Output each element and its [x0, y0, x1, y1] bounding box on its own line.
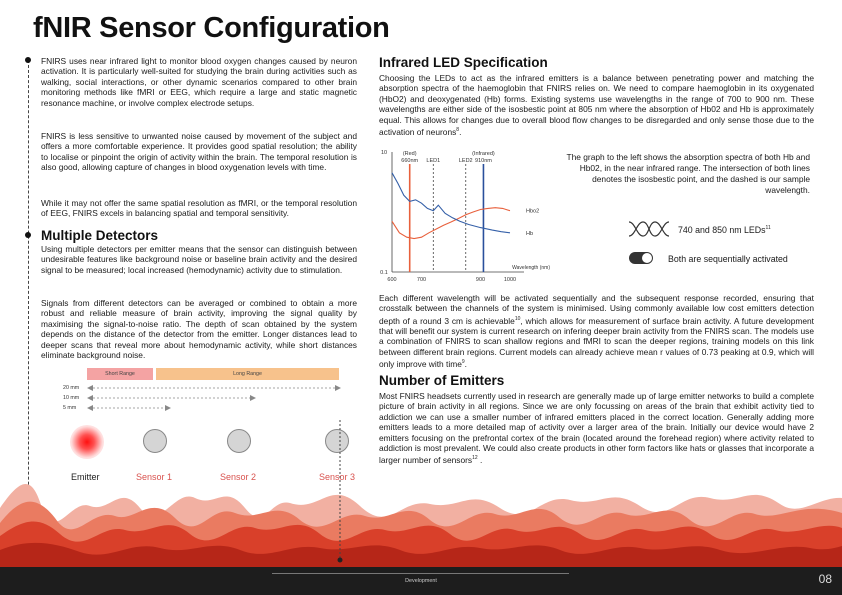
infrared-paragraph-1: Choosing the LEDs to act as the infrared… — [379, 73, 814, 137]
x-tick-label: 1000 — [504, 277, 516, 283]
depth-label: 5 mm — [63, 405, 77, 411]
timeline-dot — [25, 57, 31, 63]
series-label: Hb — [526, 231, 533, 237]
long-range-bar: Long Range — [156, 368, 339, 380]
y-tick-label: 0.1 — [380, 270, 388, 276]
emitters-paragraph: Most FNIRS headsets currently used in re… — [379, 391, 814, 466]
series-line-hb — [391, 172, 511, 234]
long-range-label: Long Range — [233, 371, 262, 377]
x-axis-label: Wavelength (nm) — [512, 265, 550, 271]
emitter-glow — [70, 425, 104, 459]
wave-icon — [628, 221, 670, 237]
marker-label: 910nm — [475, 158, 492, 164]
page-title: fNIR Sensor Configuration — [33, 12, 390, 44]
footer-bar — [0, 567, 842, 595]
short-range-bar: Short Range — [87, 368, 153, 380]
sensor-1-circle — [143, 429, 167, 453]
marker-label: LED2 — [459, 158, 473, 164]
y-tick-label: 10 — [381, 150, 387, 156]
timeline-dashed-drop — [337, 420, 343, 563]
depth-label: 10 mm — [63, 395, 80, 401]
footer-label: Development — [405, 578, 437, 584]
x-tick-label: 900 — [476, 277, 485, 283]
multiple-detectors-heading: Multiple Detectors — [41, 228, 159, 243]
depth-arrows — [87, 385, 341, 411]
timeline-dot — [25, 232, 31, 238]
depth-label: 20 mm — [63, 385, 80, 391]
emitter-label: Emitter — [71, 472, 100, 482]
infrared-paragraph-2: Each different wavelength will be activa… — [379, 293, 814, 370]
marker-label-top: (Red) — [403, 151, 417, 157]
series-line-hbo2 — [391, 207, 511, 240]
footer-divider — [272, 573, 569, 574]
sensor-3-circle — [325, 429, 349, 453]
sensor-2-label: Sensor 2 — [220, 472, 257, 482]
sensor-3-label: Sensor 3 — [319, 472, 356, 482]
sensor-1-label: Sensor 1 — [136, 472, 173, 482]
sequential-toggle[interactable] — [629, 252, 653, 264]
sensor-2-circle — [227, 429, 251, 453]
marker-label: 660nm — [401, 158, 418, 164]
intro-paragraph-1: FNIRS uses near infrared light to monito… — [41, 56, 357, 108]
infrared-heading: Infrared LED Specification — [379, 55, 548, 70]
chart-caption: The graph to the left shows the absorpti… — [566, 152, 811, 195]
short-range-label: Short Range — [105, 371, 135, 377]
marker-label: LED1 — [426, 158, 440, 164]
toggle-label: Both are sequentially activated — [668, 254, 788, 264]
decorative-waves — [0, 483, 842, 567]
led-spec-text: 740 and 850 nm LEDs11 — [678, 225, 771, 235]
intro-paragraph-2: FNIRS is less sensitive to unwanted nois… — [41, 131, 357, 173]
intro-paragraph-3: While it may not offer the same spatial … — [41, 198, 357, 219]
timeline-line — [28, 60, 29, 565]
series-label: Hbo2 — [526, 209, 539, 215]
toggle-knob — [642, 253, 652, 263]
marker-label-top: (Infrared) — [472, 151, 495, 157]
emitters-heading: Number of Emitters — [379, 373, 505, 388]
x-tick-label: 600 — [387, 277, 396, 283]
detectors-paragraph-1: Using multiple detectors per emitter mea… — [41, 244, 357, 275]
x-tick-label: 700 — [417, 277, 426, 283]
page-number: 08 — [818, 572, 832, 586]
detectors-paragraph-2: Signals from different detectors can be … — [41, 298, 357, 361]
